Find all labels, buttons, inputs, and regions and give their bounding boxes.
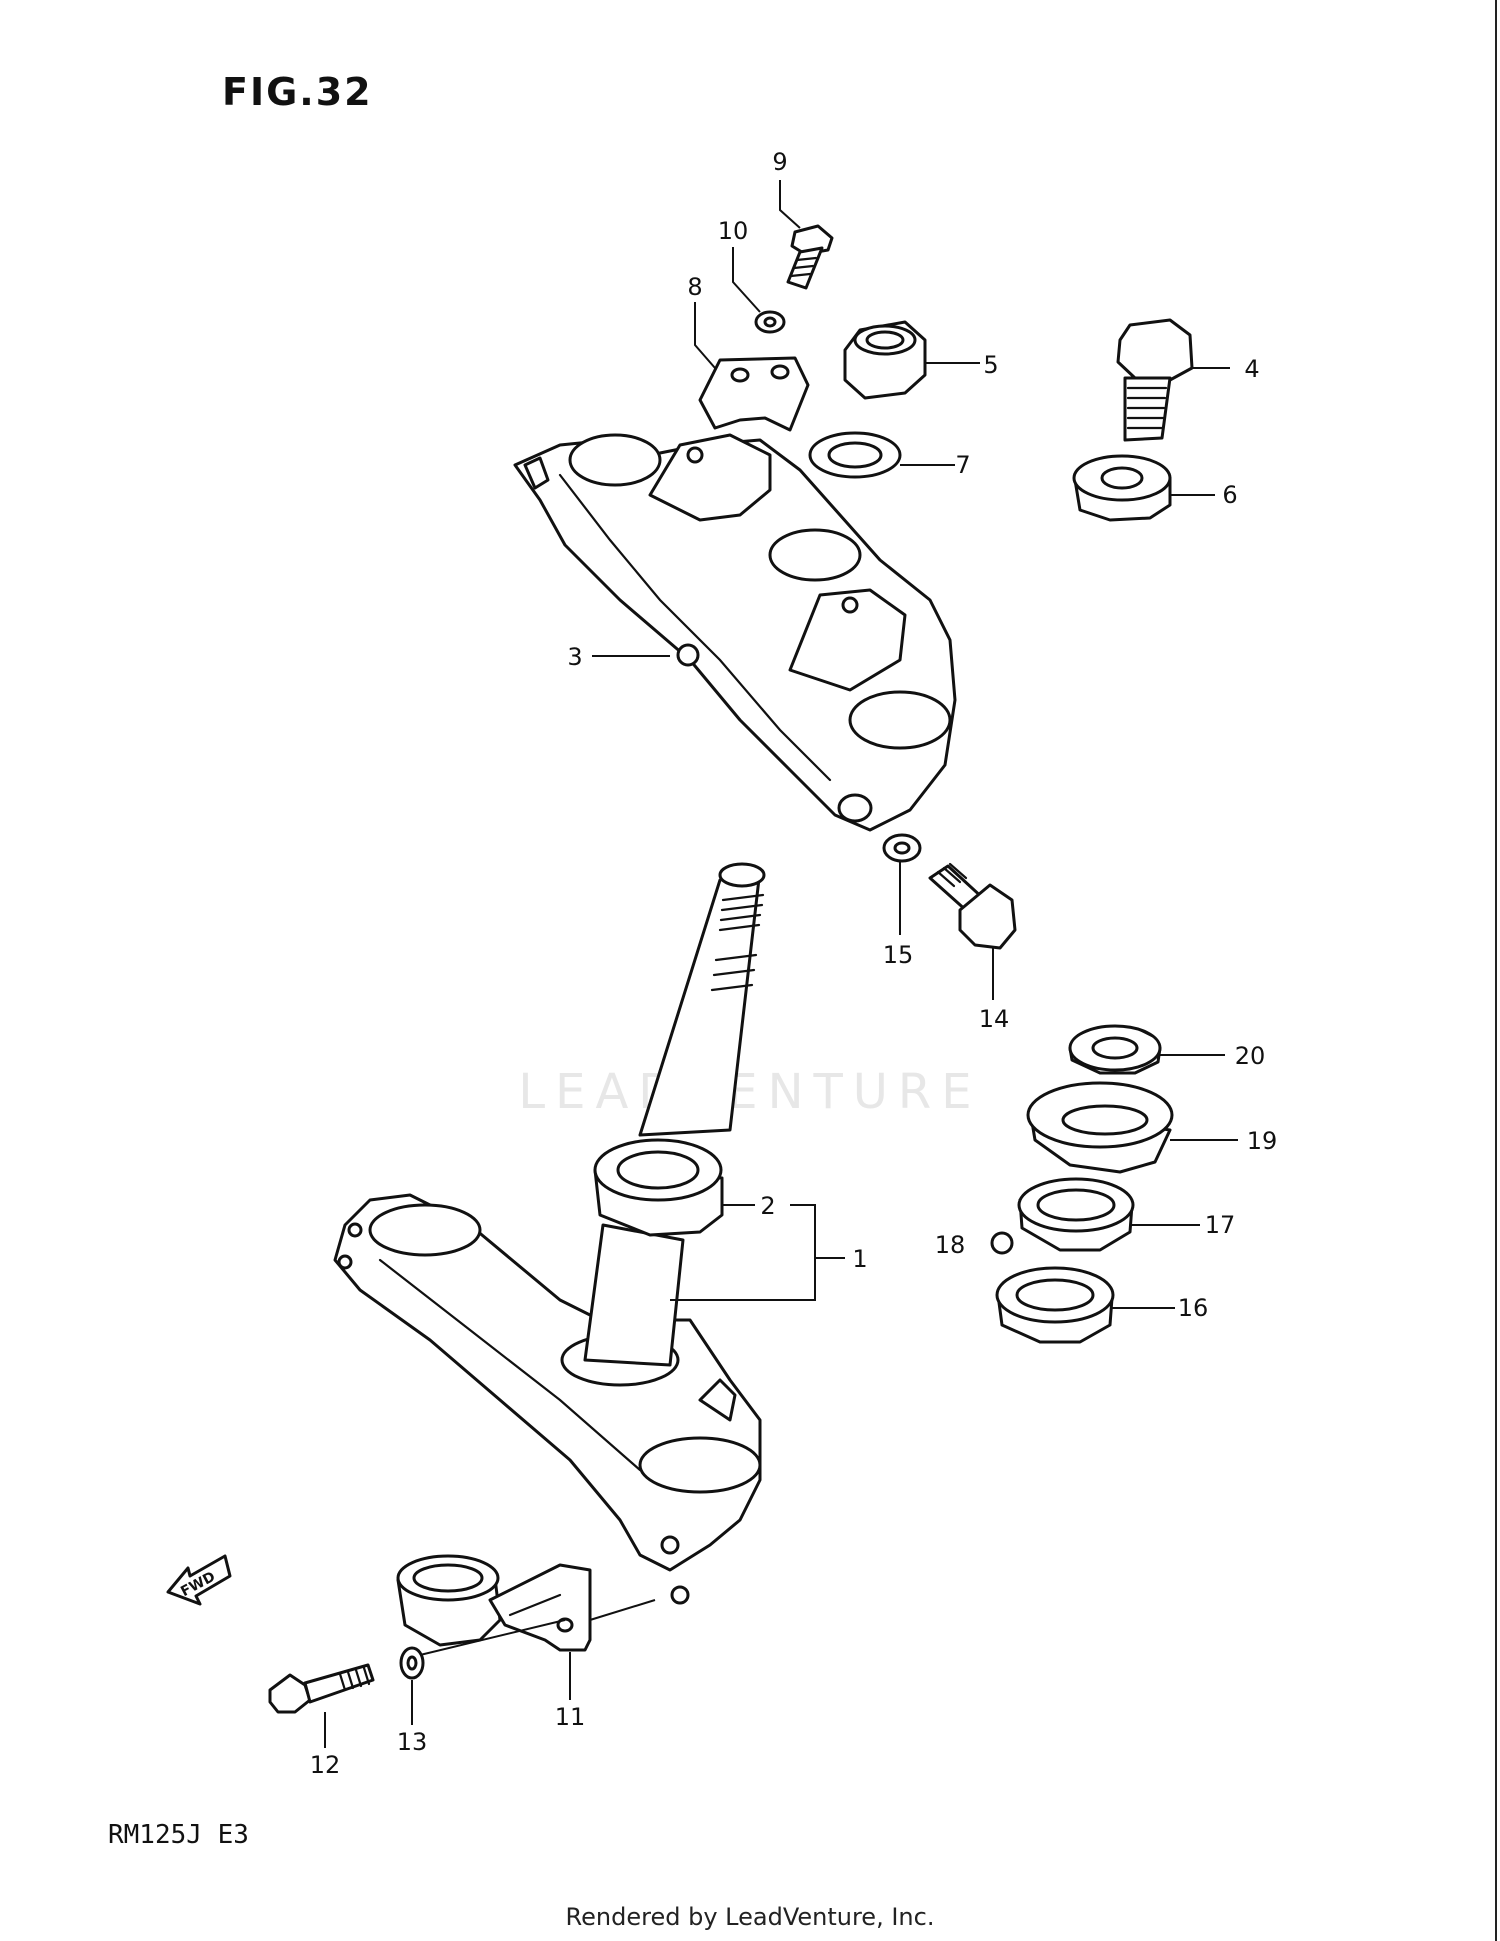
handlebar-clamp-cap	[698, 356, 810, 432]
callout-13: 13	[397, 1728, 428, 1756]
callout-12: 12	[310, 1751, 341, 1779]
steering-stem-nut	[843, 320, 927, 400]
watermark-text: LEADVENTURE	[518, 1064, 981, 1120]
brake-hose-guide	[396, 1554, 592, 1652]
callout-16: 16	[1178, 1294, 1209, 1322]
callout-1: 1	[852, 1245, 867, 1273]
handlebar-holder-bolt	[1116, 318, 1194, 442]
holder-washer	[1072, 454, 1172, 522]
callout-3: 3	[567, 643, 582, 671]
stem-lock-nut	[1068, 1024, 1162, 1075]
fwd-arrow-icon: FWD	[166, 1554, 232, 1606]
dust-seal-cover	[1026, 1081, 1174, 1174]
lower-bearing	[995, 1266, 1115, 1344]
callout-6: 6	[1222, 481, 1237, 509]
clamp-bolt	[786, 224, 834, 290]
footer-credit: Rendered by LeadVenture, Inc.	[565, 1903, 935, 1931]
callout-15: 15	[883, 941, 914, 969]
callout-8: 8	[687, 273, 702, 301]
guide-bolt	[268, 1663, 375, 1714]
page-border-line	[1495, 0, 1497, 1941]
upper-bearing	[1017, 1177, 1135, 1252]
callout-5: 5	[983, 351, 998, 379]
pinch-bolt	[928, 862, 1017, 950]
leader-lines	[324, 180, 1238, 1748]
callout-9: 9	[772, 148, 787, 176]
callout-10: 10	[718, 217, 749, 245]
model-code: RM125J E3	[108, 1820, 249, 1850]
upper-bracket	[513, 433, 957, 832]
steering-stem-lower-bracket	[333, 862, 766, 1605]
callout-19: 19	[1247, 1127, 1278, 1155]
callout-2: 2	[760, 1192, 775, 1220]
guide-washer	[399, 1646, 425, 1680]
callout-18: 18	[935, 1231, 966, 1259]
callout-4: 4	[1244, 355, 1259, 383]
figure-title: FIG.32	[222, 70, 373, 114]
stem-washer	[808, 431, 902, 479]
callout-14: 14	[979, 1005, 1010, 1033]
callout-11: 11	[555, 1703, 586, 1731]
callout-20: 20	[1235, 1042, 1266, 1070]
pinch-bolt-washer	[882, 833, 922, 863]
callout-7: 7	[955, 451, 970, 479]
steel-ball	[990, 1231, 1014, 1255]
callout-17: 17	[1205, 1211, 1236, 1239]
callout-labels: 9 10 8 5 4 7 6 3 15 14 20 19 2 1 17 18 1…	[310, 148, 1278, 1779]
